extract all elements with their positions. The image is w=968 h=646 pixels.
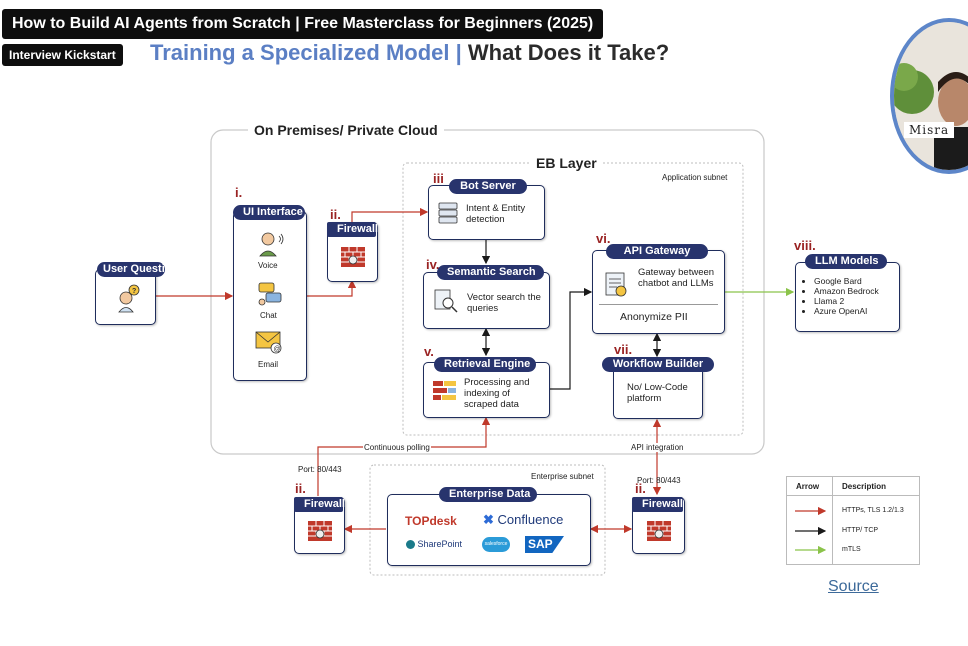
chat-label: Chat (260, 311, 277, 320)
bot-server-box: Intent & Entity detection (428, 185, 545, 240)
arrow-retrieval-gateway (549, 287, 593, 390)
api-gateway-number: vi. (596, 231, 611, 246)
voice-icon (259, 232, 284, 257)
email-label: Email (258, 360, 279, 369)
firewall-left-port: Port: 80/443 (298, 465, 342, 474)
api-gateway-title: API Gateway (606, 244, 708, 259)
enterprise-subnet-container (369, 464, 606, 576)
user-question-icon: ? (118, 284, 140, 313)
logo-topdesk: TOPdesk (405, 514, 457, 528)
continuous-polling-label: Continuous polling (363, 443, 431, 452)
ui-number: i. (235, 185, 243, 200)
llm-model-item: Llama 2 (814, 296, 879, 306)
logo-sharepoint-text: SharePoint (417, 539, 463, 549)
user-question-title: User Question (97, 262, 178, 277)
api-integration-label: API integration (630, 443, 685, 452)
chat-icon (258, 282, 282, 306)
firewall-right-port: Port: 80/443 (637, 476, 681, 485)
logo-confluence: ✖ Confluence (483, 512, 563, 528)
llm-models-list: Google Bard Amazon Bedrock Llama 2 Azure… (800, 276, 879, 316)
ui-interface-title: UI Interface (233, 205, 305, 220)
workflow-builder-number: vii. (614, 342, 633, 357)
semantic-search-desc: Vector search the queries (467, 292, 541, 314)
firewall-top-number: ii. (330, 207, 341, 222)
legend-row-http: HTTP/ TCP (842, 527, 879, 534)
channel-name[interactable]: Interview Kickstart (2, 44, 123, 66)
slide-title-part1: Training a Specialized Model (150, 40, 450, 65)
semantic-search-number: iv. (426, 257, 440, 272)
email-icon: @ (255, 331, 282, 354)
arrow-firewall-bot (351, 207, 429, 222)
firewall-icon (341, 247, 365, 267)
document-search-icon (434, 289, 458, 313)
llm-model-item: Azure OpenAI (814, 306, 879, 316)
user-question-box: ? (95, 269, 156, 325)
firewall-left-number: ii. (295, 481, 306, 496)
legend-table: Arrow Description HTTPs, TLS 1.2/1.3 HTT… (786, 476, 920, 565)
app-subnet-label: Application subnet (662, 173, 728, 182)
video-title[interactable]: How to Build AI Agents from Scratch | Fr… (2, 9, 604, 39)
ui-interface-box: Voice Chat @ Email (233, 211, 307, 381)
semantic-search-box: Vector search the queries (423, 272, 550, 329)
retrieval-engine-desc: Processing and indexing of scraped data (464, 377, 530, 410)
eb-layer-label: EB Layer (530, 155, 603, 171)
semantic-search-title: Semantic Search (437, 265, 544, 280)
legend-col-arrow: Arrow (796, 482, 820, 491)
bot-server-title: Bot Server (449, 179, 527, 194)
svg-text:?: ? (132, 288, 136, 295)
server-icon (438, 202, 458, 224)
legend-row-mtls: mTLS (842, 546, 861, 553)
arrow-polling (317, 416, 491, 496)
slide-title: Training a Specialized Model | What Does… (150, 40, 669, 66)
llm-models-title: LLM Models (805, 254, 887, 269)
enterprise-subnet-label: Enterprise subnet (531, 472, 594, 481)
firewall-icon (647, 521, 671, 541)
firewall-top-title: Firewall (327, 222, 378, 237)
llm-model-item: Amazon Bedrock (814, 286, 879, 296)
workflow-builder-title: Workflow Builder (602, 357, 714, 372)
confluence-icon: ✖ (483, 512, 494, 527)
api-gateway-footer: Anonymize PII (620, 311, 688, 323)
enterprise-data-title: Enterprise Data (439, 487, 537, 502)
api-gateway-box: Gateway between chatbot and LLMs Anonymi… (592, 250, 725, 334)
gateway-icon (605, 272, 627, 297)
workflow-builder-desc: No/ Low-Code platform (627, 382, 688, 404)
llm-models-number: viii. (794, 238, 816, 253)
legend-col-desc: Description (842, 482, 887, 491)
legend-row-https: HTTPs, TLS 1.2/1.3 (842, 507, 904, 514)
firewall-right-title: Firewall (632, 497, 683, 512)
firewall-right-number: ii. (635, 481, 646, 496)
firewall-icon (308, 521, 332, 541)
retrieval-engine-title: Retrieval Engine (434, 357, 536, 372)
presenter-image (894, 22, 968, 170)
llm-models-box: Google Bard Amazon Bedrock Llama 2 Azure… (795, 262, 900, 332)
on-prem-label: On Premises/ Private Cloud (248, 122, 444, 138)
slide-title-part2: What Does it Take? (467, 40, 670, 65)
arrow-ui-firewall (306, 279, 357, 297)
presenter-name: Misra (904, 122, 955, 138)
logo-sap: SAP (525, 536, 564, 553)
llm-model-item: Google Bard (814, 276, 879, 286)
firewall-left-title: Firewall (294, 497, 345, 512)
logo-confluence-text: Confluence (497, 512, 564, 527)
retrieval-icon (433, 381, 456, 400)
retrieval-engine-number: v. (424, 344, 434, 359)
voice-label: Voice (258, 261, 278, 270)
source-link[interactable]: Source (828, 578, 879, 595)
api-gateway-desc: Gateway between chatbot and LLMs (638, 267, 715, 289)
bot-server-desc: Intent & Entity detection (466, 203, 526, 225)
slide-title-separator: | (449, 40, 468, 65)
sharepoint-icon (406, 540, 415, 550)
legend-arrow-samples (795, 506, 827, 555)
bot-server-number: iii (433, 171, 444, 186)
svg-text:@: @ (274, 346, 281, 353)
enterprise-data-box: TOPdesk ✖ Confluence SharePoint salesfor… (387, 494, 591, 566)
logo-sharepoint: SharePoint (406, 539, 463, 550)
logo-salesforce: salesforce (482, 537, 510, 552)
